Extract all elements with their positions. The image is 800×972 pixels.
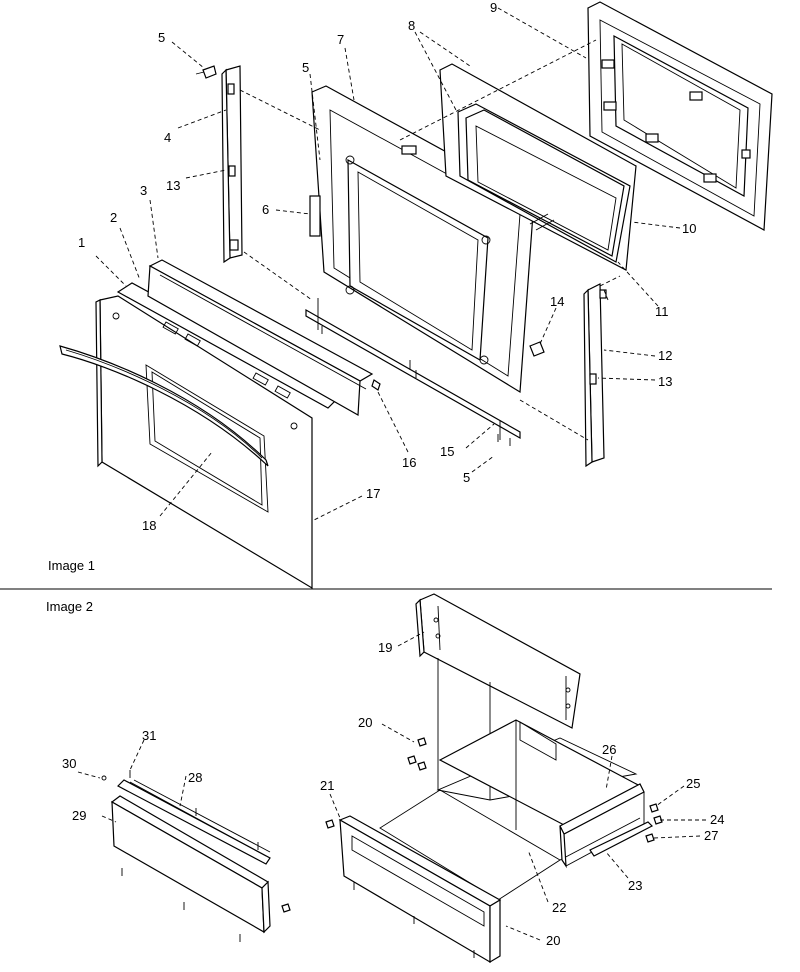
door-handle	[59, 345, 269, 467]
side-rail	[559, 783, 645, 869]
image1-title: Image 1	[48, 558, 95, 573]
bottom-screws	[321, 326, 511, 446]
callout-12: 12	[658, 348, 672, 363]
top-channel	[147, 259, 374, 416]
callout-6: 6	[262, 202, 269, 217]
callout-11: 11	[655, 304, 669, 319]
door-frame	[587, 1, 773, 231]
small-drawer-front	[101, 770, 291, 942]
callout-5-top: 5	[158, 30, 165, 45]
screw-top	[195, 65, 217, 79]
callout-31: 31	[142, 728, 156, 743]
glass-panes	[439, 63, 637, 271]
callout-5-mid: 5	[302, 60, 309, 75]
callout-18: 18	[142, 518, 156, 533]
callout-14: 14	[550, 294, 564, 309]
callout-13-right: 13	[658, 374, 672, 389]
callout-15: 15	[440, 444, 454, 459]
callout-19: 19	[378, 640, 392, 655]
callout-10: 10	[682, 221, 696, 236]
callout-17: 17	[366, 486, 380, 501]
callout-27: 27	[704, 828, 718, 843]
left-hinge	[221, 65, 243, 264]
drawer-box	[379, 658, 642, 901]
callout-29: 29	[72, 808, 86, 823]
drawer-slide	[589, 821, 654, 857]
callout-24: 24	[710, 812, 724, 827]
callout-28: 28	[188, 770, 202, 785]
callout-16: 16	[402, 455, 416, 470]
callout-3: 3	[140, 183, 147, 198]
callout-1: 1	[78, 235, 85, 250]
screw-16	[371, 379, 381, 391]
hardware-screws	[407, 737, 663, 843]
callout-5-bottom: 5	[463, 470, 470, 485]
callout-22: 22	[552, 900, 566, 915]
callout-26: 26	[602, 742, 616, 757]
right-hinge	[583, 283, 607, 468]
callout-21: 21	[320, 778, 334, 793]
inner-door-liner	[305, 85, 535, 440]
image2-drawer-assembly: Image 2	[46, 593, 724, 964]
callout-9: 9	[490, 0, 497, 15]
callout-25: 25	[686, 776, 700, 791]
callout-23: 23	[628, 878, 642, 893]
drawer-front	[325, 815, 502, 964]
callout-20-top: 20	[358, 715, 372, 730]
callout-30: 30	[62, 756, 76, 771]
callout-7: 7	[337, 32, 344, 47]
callout-2: 2	[110, 210, 117, 225]
callout-13-left: 13	[166, 178, 180, 193]
image1-door-assembly: 1 2 3 4 5 5 5 6 7 8 9 10 11 12 13 13 14 …	[48, 0, 773, 590]
outer-door-panel	[95, 295, 313, 590]
image2-title: Image 2	[46, 599, 93, 614]
callout-8: 8	[408, 18, 415, 33]
callout-20-bottom: 20	[546, 933, 560, 948]
callout-4: 4	[164, 130, 171, 145]
small-screw	[529, 341, 545, 357]
drawer-back-panel	[415, 593, 581, 729]
